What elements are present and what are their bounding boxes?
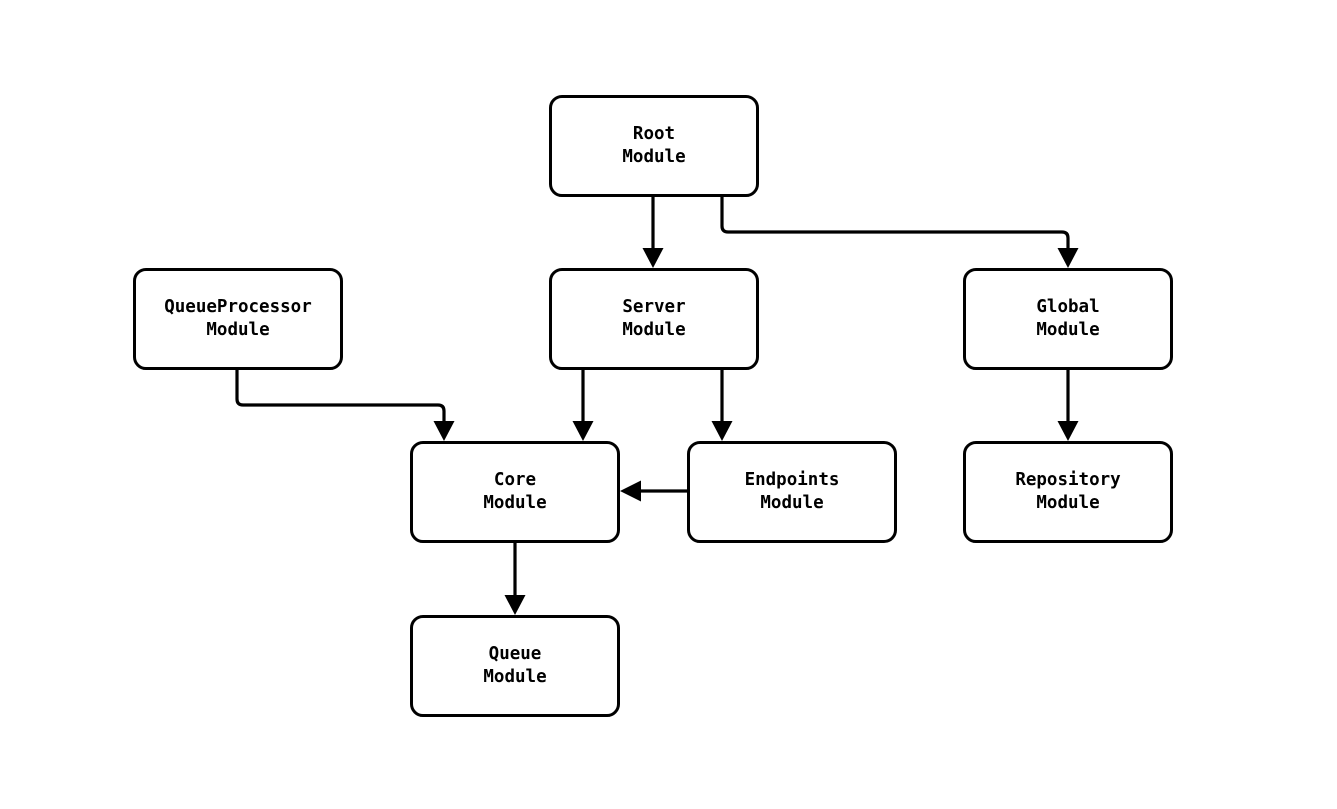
edge-server-to-endpoints: [711, 370, 733, 441]
edge-server-to-core: [572, 370, 594, 441]
node-core-module[interactable]: Core Module: [410, 441, 620, 543]
node-endpoints-module[interactable]: Endpoints Module: [687, 441, 897, 543]
node-repository-module-subtitle: Module: [1036, 493, 1100, 513]
node-queue-module-subtitle: Module: [483, 667, 547, 687]
node-queueprocessor-module-title: QueueProcessor: [164, 297, 312, 317]
node-core-module-subtitle: Module: [483, 493, 547, 513]
node-root-module-title: Root: [632, 124, 676, 144]
edge-root-to-global: [720, 197, 1079, 268]
node-global-module-title: Global: [1036, 297, 1100, 317]
node-queueprocessor-module[interactable]: QueueProcessor Module: [133, 268, 343, 370]
node-root-module-subtitle: Module: [622, 147, 686, 167]
node-repository-module-title: Repository: [1015, 470, 1121, 490]
node-queueprocessor-module-subtitle: Module: [206, 320, 270, 340]
edge-queueprocessor-to-core: [235, 370, 455, 441]
node-server-module-subtitle: Module: [622, 320, 686, 340]
node-root-module[interactable]: Root Module: [549, 95, 759, 197]
edge-root-to-server: [642, 197, 664, 268]
node-core-module-title: Core: [493, 470, 537, 490]
node-queue-module[interactable]: Queue Module: [410, 615, 620, 717]
node-global-module-subtitle: Module: [1036, 320, 1100, 340]
node-endpoints-module-subtitle: Module: [760, 493, 824, 513]
node-repository-module[interactable]: Repository Module: [963, 441, 1173, 543]
edge-global-to-repository: [1057, 370, 1079, 441]
node-endpoints-module-title: Endpoints: [744, 470, 840, 490]
node-queue-module-title: Queue: [488, 644, 542, 664]
node-server-module[interactable]: Server Module: [549, 268, 759, 370]
node-global-module[interactable]: Global Module: [963, 268, 1173, 370]
edge-endpoints-to-core: [620, 480, 687, 502]
node-server-module-title: Server: [622, 297, 686, 317]
edge-core-to-queue: [504, 543, 526, 615]
